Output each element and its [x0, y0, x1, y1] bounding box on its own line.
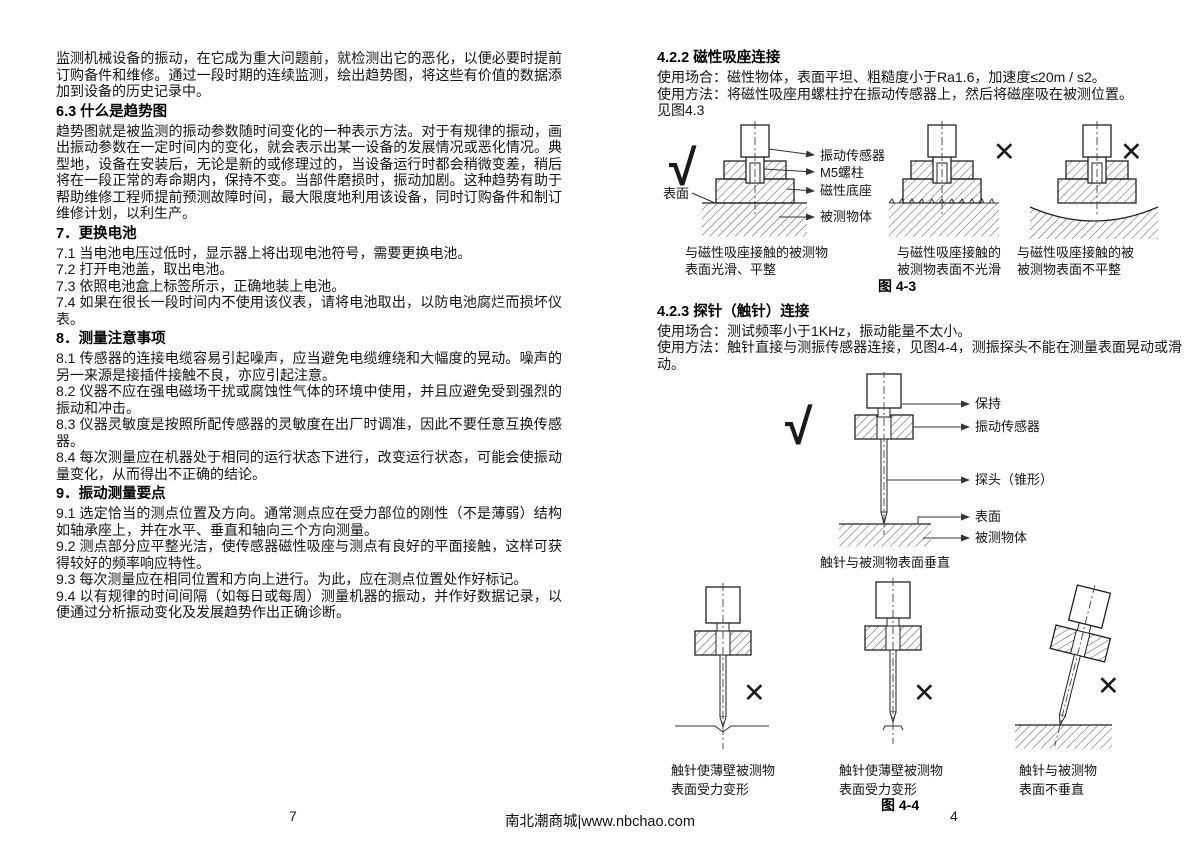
caption-b-line2: 被测物表面不光滑	[897, 262, 1001, 277]
ground-hatch-c	[1030, 206, 1158, 239]
page-left: 监测机械设备的振动，在它成为重大问题前，就检测出它的恶化，以便必要时提前订购备件…	[56, 50, 562, 621]
diagram-b-assembly	[902, 119, 982, 216]
section-heading-9: 9．振动测量要点	[56, 486, 166, 502]
thin-wall-flange	[882, 725, 904, 731]
ground-hatch-b	[889, 203, 999, 236]
paragraph-8-4: 8.4 每次测量应在机器处于相同的运行状态下进行，改变运行状态，可能会使振动量变…	[56, 449, 562, 482]
diagram-d2-assembly	[864, 577, 922, 745]
paragraph-7-1: 7.1 当电池电压过低时，显示器上将出现电池符号，需要更换电池。	[56, 244, 472, 261]
figure-4-4-top: √ 保持 振动传感器 探头（锥形） 表面 被测物体 触针与被测物表面垂直	[785, 372, 1053, 570]
paragraph-6-3: 趋势图就是被监测的振动参数随时间变化的一种表示方法。对于有规律的振动，画出振动参…	[56, 122, 562, 222]
caption-d3-line2: 表面不垂直	[1019, 782, 1084, 797]
base-leader	[786, 186, 815, 194]
caption-b-line1: 与磁性吸座接触的	[897, 245, 1001, 260]
caption-a-line1: 与磁性吸座接触的被测物	[685, 245, 828, 260]
label-measured-object: 被测物体	[975, 530, 1027, 545]
paragraph-8-3: 8.3 仪器灵敏度是按照所配传感器的灵敏度在出厂时调准，因此不要任意互换传感器。	[56, 416, 562, 449]
figure-4-3-title: 图 4-3	[878, 278, 916, 294]
diagram-d1-assembly	[694, 582, 752, 750]
figure-4-3: √ 表面 振动传感器 M5螺柱 磁性底座 被测物体 ✕ ✕ 与磁性吸座接触的被测…	[663, 119, 1159, 294]
section-heading-8: 8．测量注意事项	[56, 331, 166, 347]
section-heading-6-3: 6.3 什么是趋势图	[56, 103, 168, 120]
stud-leader	[763, 167, 815, 175]
paragraph-usage-method: 使用方法：将磁性吸座用螺柱拧在振动传感器上，然后将磁座吸在被测位置。	[657, 85, 1133, 102]
paragraph-8-1: 8.1 传感器的连接电缆容易引起噪声，应当避免电缆缠绕和大幅度的晃动。噪声的另一…	[56, 350, 562, 383]
ground-hatch	[839, 524, 931, 547]
paragraph-9-2: 9.2 测点部分应平整光洁，使传感器磁性吸座与测点有良好的平面接触，这样可获得较…	[56, 538, 562, 571]
sensor-leader	[768, 148, 815, 157]
paragraph-probe-method: 使用方法：触针直接与测振传感器连接，见图4-4，测振探头不能在测量表面晃动或滑动…	[657, 339, 1182, 372]
label-surface: 表面	[975, 509, 1001, 524]
section-heading-7: 7．更换电池	[56, 225, 137, 242]
check-mark: √	[669, 140, 697, 196]
surface-leader	[917, 513, 970, 524]
surface-leader	[691, 192, 716, 203]
caption-d1-line1: 触针使薄壁被测物	[671, 763, 775, 778]
caption-d3-line1: 触针与被测物	[1019, 763, 1097, 778]
page-number-left: 7	[289, 808, 297, 824]
caption-d1-line2: 表面受力变形	[671, 782, 749, 797]
paragraph-probe-site: 使用场合：测试频率小于1KHz，振动能量不太小。	[657, 322, 972, 339]
page-right: 4.2.2 磁性吸座连接 使用场合：磁性物体，表面平坦、粗糙度小于Ra1.6，加…	[657, 46, 1182, 814]
diagram-a-assembly	[715, 119, 795, 216]
caption-a-line2: 表面光滑、平整	[685, 262, 776, 277]
label-vibration-sensor: 振动传感器	[975, 419, 1040, 434]
paragraph-7-4: 7.4 如果在很长一段时间内不使用该仪表，请将电池取出，以防电池腐烂而损坏仪表。	[56, 294, 562, 327]
ground-hatch	[1015, 725, 1112, 749]
label-hold: 保持	[975, 396, 1001, 411]
caption-c-line2: 被测物表面不平整	[1017, 262, 1121, 277]
figure-4-4-title: 图 4-4	[881, 797, 919, 813]
caption-c-line1: 与磁性吸座接触的被	[1017, 245, 1134, 260]
paragraph-8-2: 8.2 仪器不应在强电磁场干扰或腐蚀性气体的环境中使用，并且应避免受到强烈的振动…	[56, 383, 562, 416]
cross-mark: ✕	[993, 137, 1016, 167]
paragraph-7-2: 7.2 打开电池盖，取出电池。	[56, 261, 234, 277]
section-heading-4-2-2: 4.2.2 磁性吸座连接	[657, 50, 781, 66]
cross-mark: ✕	[1120, 137, 1143, 167]
label-probe-cone: 探头（锥形）	[975, 472, 1053, 487]
figure-4-4-bottom: ✕ 触针使薄壁被测物 表面受力变形 ✕ 触针使薄壁被测物 表面受力变形 ✕ 触针…	[671, 577, 1123, 813]
surface-label: 表面	[663, 186, 689, 201]
paragraph-9-3: 9.3 每次测量应在相同位置和方向上进行。为此，应在测点位置处作好标记。	[56, 571, 528, 587]
caption-d2-line2: 表面受力变形	[839, 782, 917, 797]
cross-mark: ✕	[743, 678, 766, 708]
label-measured-object: 被测物体	[820, 209, 872, 224]
paragraph-9-1: 9.1 选定恰当的测点位置及方向。通常测点应在受力部位的刚性（不是薄弱）结构如轴…	[56, 505, 562, 538]
paragraph-usage-site: 使用场合：磁性物体，表面平坦、粗糙度小于Ra1.6，加速度≤20m / s2。	[657, 69, 1106, 85]
paragraph-9-4: 9.4 以有规律的时间间隔（如每日或每周）测量机器的振动，并作好数据记录，以便通…	[56, 587, 562, 621]
paragraph-see-figure: 见图4.3	[657, 102, 705, 118]
cross-mark: ✕	[913, 678, 936, 708]
label-m5-stud: M5螺柱	[820, 165, 864, 180]
page-number-right: 4	[950, 808, 958, 824]
footer-site-text: 南北潮商城|www.nbchao.com	[505, 814, 695, 830]
section-heading-4-2-3: 4.2.3 探针（触针）连接	[657, 303, 810, 320]
diagram-c-assembly	[1057, 119, 1137, 216]
paragraph-6-intro: 监测机械设备的振动，在它成为重大问题前，就检测出它的恶化，以便必要时提前订购备件…	[56, 50, 562, 99]
paragraph-7-3: 7.3 依照电池盒上标签所示，正确地装上电池。	[56, 277, 346, 294]
ground-hatch-a	[702, 203, 807, 236]
thin-wall-line-dented	[675, 725, 769, 733]
label-vibration-sensor: 振动传感器	[820, 148, 885, 163]
caption-d2-line1: 触针使薄壁被测物	[839, 763, 943, 778]
label-magnetic-base: 磁性底座	[820, 183, 872, 198]
cross-mark: ✕	[1097, 671, 1120, 701]
check-mark: √	[785, 399, 813, 455]
caption-vertical: 触针与被测物表面垂直	[820, 555, 950, 570]
